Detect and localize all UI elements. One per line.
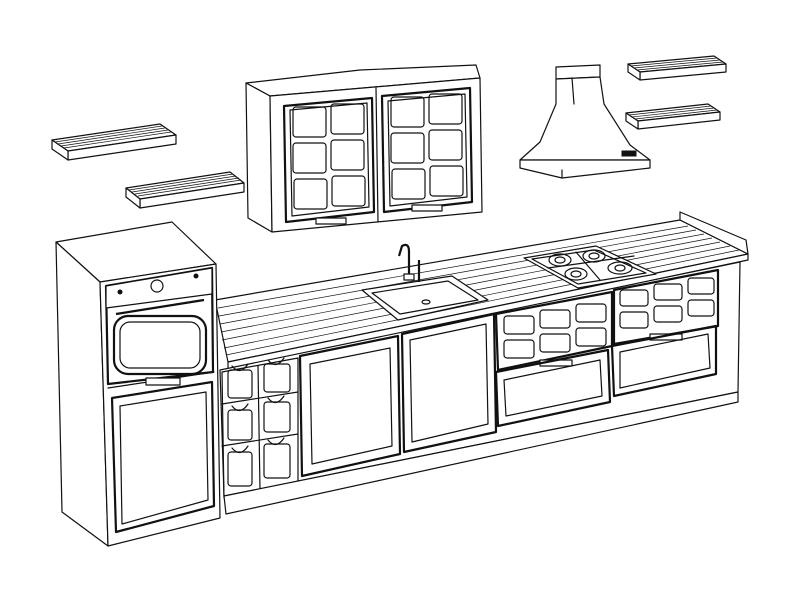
wall-shelf-left-bottom [125, 171, 245, 209]
lower-drawer-right [610, 324, 718, 398]
wall-shelf-left-top [51, 123, 177, 161]
range-hood [519, 64, 651, 179]
wall-shelf-right-bottom [625, 103, 721, 130]
sink [361, 243, 489, 321]
gas-hob [523, 245, 657, 289]
tall-oven-unit [55, 221, 221, 547]
glass-drawer-front-right [612, 268, 720, 346]
wall-shelf-right-top [627, 55, 727, 81]
lower-drawer-left [494, 348, 612, 428]
base-plinth [223, 391, 739, 515]
hob-burners [547, 249, 635, 281]
oven-knob [150, 279, 164, 293]
sink-faucet [397, 243, 421, 282]
upper-cabinet-door-right [380, 86, 474, 214]
upper-cabinet-door-left [282, 96, 376, 225]
hood-badge [621, 150, 637, 157]
base-door-left [298, 334, 402, 478]
tall-unit-lower-door [110, 380, 216, 534]
upper-cabinet [245, 64, 483, 233]
base-door-right [400, 312, 498, 454]
